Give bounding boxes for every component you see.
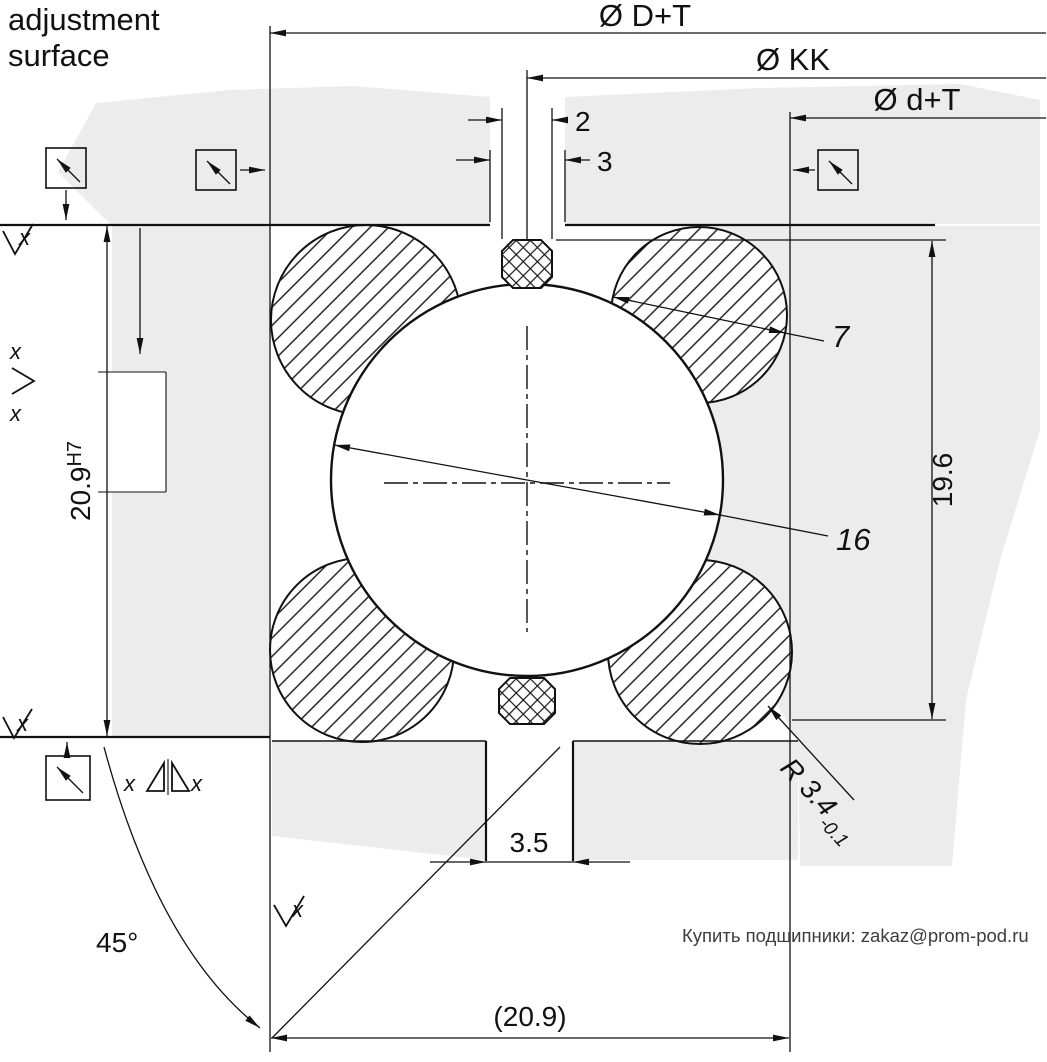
spacer-width-label: 2	[575, 106, 591, 137]
watermark: Купить подшипники: zakaz@prom-pod.ru	[682, 925, 1029, 946]
extension-lines	[269, 26, 791, 1052]
reference-width-label: (20.9)	[493, 1001, 566, 1032]
roughness-symbol-double: x x	[123, 759, 203, 796]
roughness-mark: x	[123, 771, 136, 796]
bore-height-label: 20.9H7	[64, 441, 96, 521]
dim-bore-height: 20.9H7	[64, 226, 144, 736]
dim-race-height: 19.6	[556, 239, 958, 721]
dim-bottom-slot: 3.5	[430, 827, 630, 866]
housing-bottom-right	[573, 742, 798, 860]
roughness-mark: x	[18, 225, 31, 250]
texture-symbol-top-mid	[195, 149, 265, 191]
small-ball-label: 7	[832, 319, 851, 354]
adjustment-surface-note: adjustment surface	[8, 2, 160, 73]
housing-top-right	[565, 84, 1040, 224]
housing-bottom-left	[272, 742, 486, 860]
texture-symbol-top-left	[45, 147, 87, 220]
dim-spacer-width: 2	[468, 106, 591, 239]
spacer-top	[501, 239, 553, 289]
note-line1: adjustment	[8, 2, 160, 37]
roughness-mark: x	[9, 401, 22, 426]
dim-reference-width: (20.9)	[271, 1001, 789, 1042]
dim-outer-diameter: Ø D+T	[270, 0, 1046, 37]
housing-left-column	[112, 226, 270, 737]
race-height-label: 19.6	[927, 453, 958, 508]
center-lines	[384, 326, 670, 632]
top-slot-label: 3	[597, 146, 613, 177]
pitch-diameter-label: Ø KK	[756, 42, 830, 77]
housing-sections	[58, 84, 1040, 866]
spacer-bottom	[498, 677, 556, 725]
housing-right-column	[700, 226, 1040, 866]
roughness-symbol-bottom-left: x	[2, 708, 33, 740]
dim-large-ball: 16	[333, 444, 871, 557]
roughness-symbol-bottom-center: x	[273, 895, 305, 928]
roughness-symbol-top-left: x	[2, 223, 34, 256]
bottom-slot-label: 3.5	[510, 827, 549, 858]
object-lines	[0, 223, 935, 861]
angle-label: 45°	[96, 927, 138, 958]
roughness-mark: x	[9, 339, 22, 364]
housing-top-left	[58, 86, 490, 224]
dim-small-ball: 7	[612, 296, 851, 354]
roughness-mark: x	[16, 711, 29, 736]
dim-top-slot: 3	[456, 146, 613, 222]
dim-angle: 45°	[96, 746, 561, 1039]
inner-diameter-label: Ø d+T	[873, 82, 960, 117]
note-line2: surface	[8, 38, 110, 73]
roughness-symbol-left-middle: x x	[9, 339, 36, 426]
texture-symbol-bottom-left	[45, 742, 91, 801]
roughness-mark: x	[291, 897, 304, 922]
large-ball-label: 16	[836, 522, 871, 557]
outer-diameter-label: Ø D+T	[599, 0, 691, 33]
roughness-mark: x	[190, 771, 203, 796]
rolling-elements	[269, 224, 793, 745]
dim-pitch-diameter: Ø KK	[527, 42, 1046, 82]
texture-symbol-top-right	[793, 149, 859, 191]
dim-inner-diameter: Ø d+T	[790, 82, 1046, 122]
